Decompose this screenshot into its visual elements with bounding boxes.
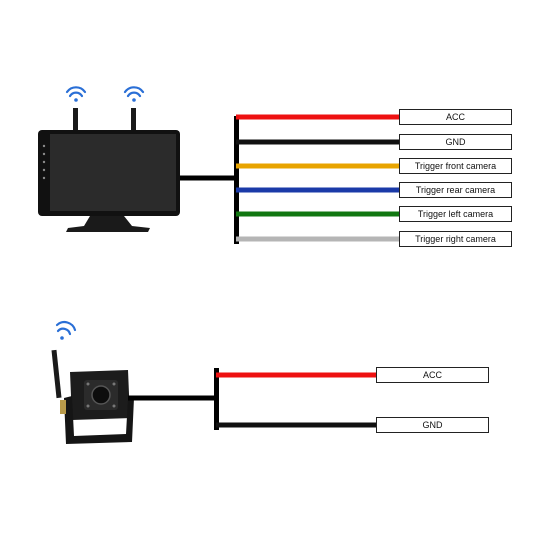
- wifi-icon: [65, 86, 87, 102]
- wire-label-trigger-right: Trigger right camera: [399, 231, 512, 247]
- wire-label-gnd: GND: [399, 134, 512, 150]
- wire-label-trigger-front: Trigger front camera: [399, 158, 512, 174]
- monitor-wires: [236, 114, 400, 242]
- monitor-side-buttons: [42, 144, 46, 180]
- monitor-antenna-right: [131, 108, 136, 138]
- monitor-device: [38, 86, 236, 232]
- camera-lens: [91, 385, 111, 405]
- monitor-antenna-left: [73, 108, 78, 138]
- camera-wires: [216, 372, 377, 428]
- wifi-icon: [123, 86, 145, 102]
- camera-ir-leds: [86, 382, 116, 408]
- camera-antenna: [51, 349, 62, 399]
- monitor-stand: [66, 216, 150, 232]
- wifi-icon: [55, 321, 77, 340]
- monitor-bus: [234, 116, 239, 244]
- camera-wire-label-acc: ACC: [376, 367, 489, 383]
- wire-label-trigger-left: Trigger left camera: [399, 206, 512, 222]
- camera-wire-label-gnd: GND: [376, 417, 489, 433]
- wire-label-trigger-rear: Trigger rear camera: [399, 182, 512, 198]
- monitor-screen: [50, 134, 176, 211]
- camera-bracket-screw: [60, 400, 66, 414]
- camera-device: [51, 321, 216, 444]
- camera-bus: [214, 368, 219, 430]
- wire-label-acc: ACC: [399, 109, 512, 125]
- camera-bracket: [64, 396, 134, 444]
